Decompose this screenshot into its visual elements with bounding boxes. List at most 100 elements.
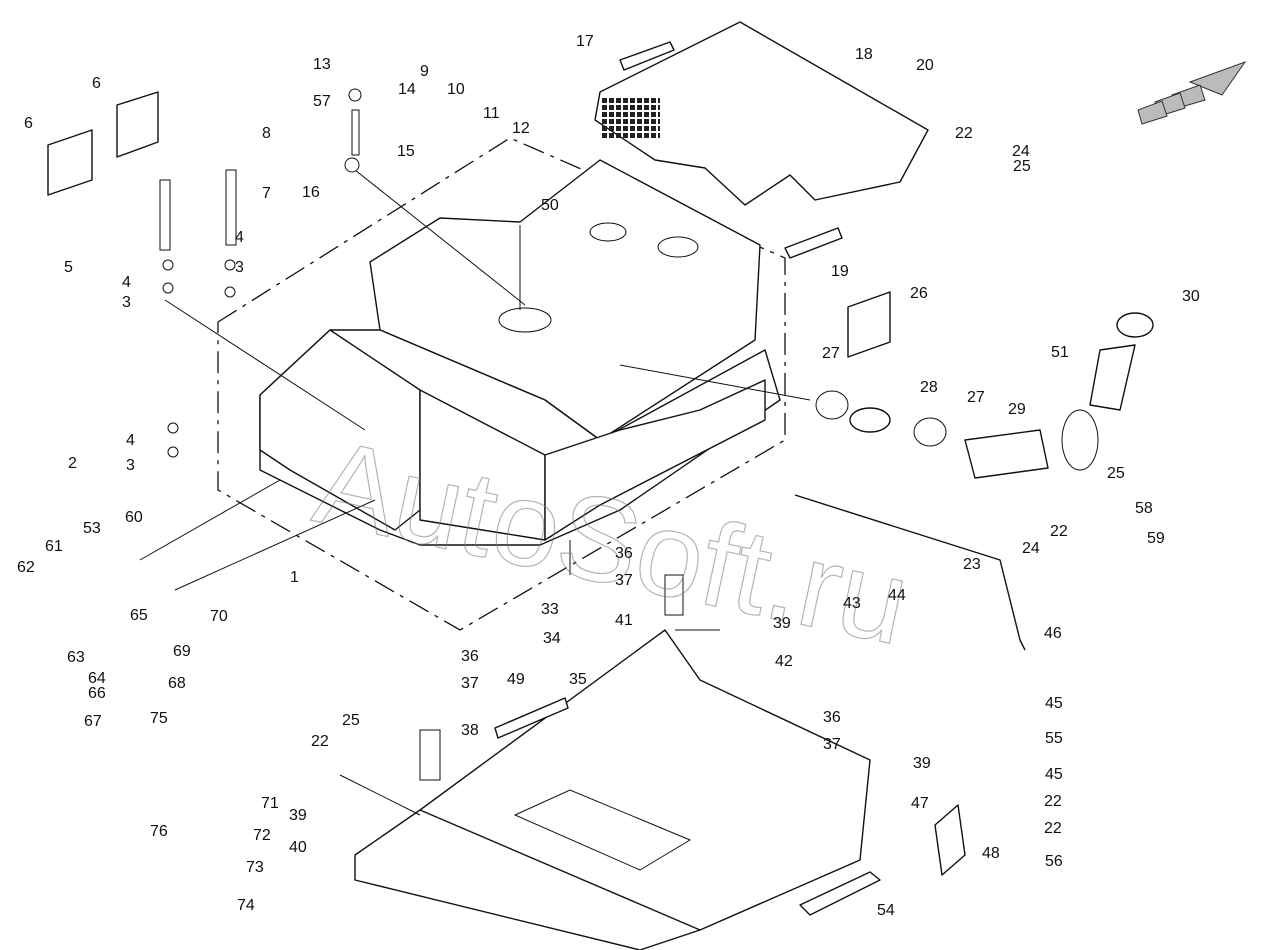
callout-74: 74 [237,897,255,914]
callout-75: 75 [150,710,168,727]
callout-44: 44 [888,587,906,604]
filler-pipe [794,312,1154,651]
callout-59: 59 [1147,530,1165,547]
callout-27: 27 [967,389,985,406]
callout-35: 35 [569,671,587,688]
callout-3: 3 [122,294,131,311]
callout-15: 15 [397,143,415,160]
callout-37: 37 [615,572,633,589]
callout-47: 47 [911,795,929,812]
callout-53: 53 [83,520,101,537]
callout-9: 9 [420,63,429,80]
callout-20: 20 [916,57,934,74]
callout-2: 2 [68,455,77,472]
callout-48: 48 [982,845,1000,862]
callout-6: 6 [24,115,33,132]
callout-4: 4 [126,432,135,449]
callout-43: 43 [843,595,861,612]
callout-13: 13 [313,56,331,73]
callout-39: 39 [773,615,791,632]
callout-4: 4 [235,229,244,246]
cover-plate [594,21,929,206]
callout-64: 64 [88,670,106,687]
callout-22: 22 [955,125,973,142]
callout-39: 39 [913,755,931,772]
callout-22: 22 [1050,523,1068,540]
callout-1: 1 [290,569,299,586]
callout-68: 68 [168,675,186,692]
callout-3: 3 [126,457,135,474]
callout-33: 33 [541,601,559,618]
callout-42: 42 [775,653,793,670]
callout-34: 34 [543,630,561,647]
callout-22: 22 [1044,793,1062,810]
callout-17: 17 [576,33,594,50]
callout-25: 25 [342,712,360,729]
callout-4: 4 [122,274,131,291]
callout-67: 67 [84,713,102,730]
callout-51: 51 [1051,344,1069,361]
callout-26: 26 [910,285,928,302]
callout-39: 39 [289,807,307,824]
callout-49: 49 [507,671,525,688]
callout-7: 7 [262,185,271,202]
callout-10: 10 [447,81,465,98]
callout-25: 25 [1107,465,1125,482]
callout-19: 19 [831,263,849,280]
leader-lines [139,169,811,816]
callout-41: 41 [615,612,633,629]
callout-24: 24 [1012,143,1030,160]
callout-27: 27 [822,345,840,362]
direction-arrow-icon [1137,60,1247,125]
callout-72: 72 [253,827,271,844]
callout-37: 37 [823,736,841,753]
hardware [159,88,684,781]
callout-73: 73 [246,859,264,876]
callout-labels: 1233344456678910111213141516171819202222… [17,33,1200,919]
callout-25: 25 [1013,158,1031,175]
callout-55: 55 [1045,730,1063,747]
callout-3: 3 [235,259,244,276]
callout-46: 46 [1044,625,1062,642]
callout-37: 37 [461,675,479,692]
callout-57: 57 [313,93,331,110]
callout-5: 5 [64,259,73,276]
callout-54: 54 [877,902,895,919]
callout-63: 63 [67,649,85,666]
fuel-tank [259,159,781,546]
callout-38: 38 [461,722,479,739]
callout-36: 36 [461,648,479,665]
callout-22: 22 [311,733,329,750]
tank-support-frame [354,629,871,950]
callout-45: 45 [1045,766,1063,783]
callout-58: 58 [1135,500,1153,517]
callout-6: 6 [92,75,101,92]
callout-11: 11 [483,105,500,122]
callout-61: 61 [45,538,63,555]
callout-56: 56 [1045,853,1063,870]
callout-22: 22 [1044,820,1062,837]
callout-76: 76 [150,823,168,840]
callout-18: 18 [855,46,873,63]
callout-45: 45 [1045,695,1063,712]
callout-8: 8 [262,125,271,142]
callout-14: 14 [398,81,416,98]
callout-50: 50 [541,197,559,214]
callout-28: 28 [920,379,938,396]
callout-62: 62 [17,559,35,576]
callout-36: 36 [615,545,633,562]
callout-69: 69 [173,643,191,660]
callout-71: 71 [261,795,279,812]
callout-66: 66 [88,685,106,702]
callout-23: 23 [963,556,981,573]
callout-60: 60 [125,509,143,526]
callout-65: 65 [130,607,148,624]
callout-30: 30 [1182,288,1200,305]
callout-36: 36 [823,709,841,726]
callout-70: 70 [210,608,228,625]
callout-40: 40 [289,839,307,856]
callout-16: 16 [302,184,320,201]
callout-12: 12 [512,120,530,137]
callout-29: 29 [1008,401,1026,418]
